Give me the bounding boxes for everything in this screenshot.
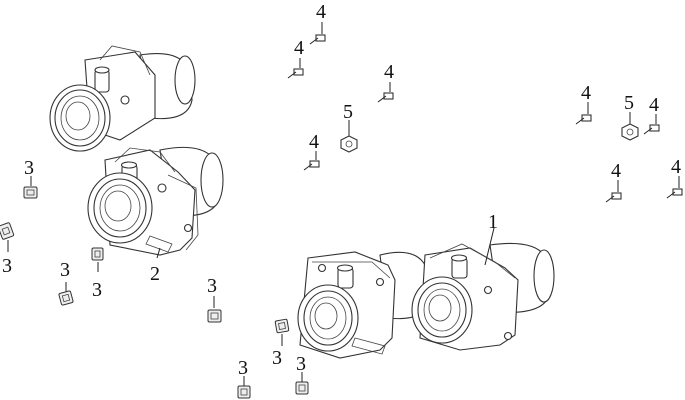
callout-4: 4 <box>384 61 394 83</box>
clip <box>207 296 222 323</box>
callout-4: 4 <box>611 160 621 182</box>
clip <box>58 282 74 306</box>
screw <box>287 58 304 79</box>
callout-1: 1 <box>488 211 498 233</box>
callout-4: 4 <box>649 94 659 116</box>
clip <box>0 222 15 252</box>
callout-2: 2 <box>150 263 160 285</box>
upper-lamp <box>49 45 196 152</box>
screw <box>377 82 394 103</box>
nut <box>621 112 639 141</box>
right-lamp <box>411 242 555 351</box>
clip-parts <box>0 176 309 399</box>
callout-4: 4 <box>581 82 591 104</box>
lower-lamp <box>87 146 224 256</box>
left-lamp <box>297 251 431 359</box>
screw-parts <box>287 22 683 203</box>
callout-4: 4 <box>671 156 681 178</box>
clip <box>91 247 104 272</box>
callout-4: 4 <box>316 1 326 23</box>
callout-3: 3 <box>92 279 102 301</box>
callout-3: 3 <box>238 357 248 379</box>
lamp-assembly-1 <box>297 242 555 359</box>
callout-3: 3 <box>207 275 217 297</box>
callout-4: 4 <box>309 131 319 153</box>
screw <box>605 180 622 203</box>
lamp-assembly-2 <box>49 45 224 256</box>
callout-3: 3 <box>296 353 306 375</box>
callout-4: 4 <box>294 37 304 59</box>
screw <box>643 114 660 135</box>
clip <box>295 372 309 395</box>
callout-3: 3 <box>2 255 12 277</box>
callout-5: 5 <box>343 101 353 123</box>
clip <box>237 376 251 399</box>
screw <box>309 22 326 45</box>
clip <box>274 318 290 346</box>
callout-3: 3 <box>272 347 282 369</box>
nut-parts <box>340 112 639 153</box>
callout-labels: 1 2 3 3 3 3 3 3 3 3 4 4 4 4 4 4 4 4 5 5 <box>2 1 681 379</box>
screw <box>303 151 320 171</box>
callout-3: 3 <box>24 157 34 179</box>
nut <box>340 120 358 153</box>
screw <box>575 102 592 125</box>
clip <box>23 176 38 199</box>
leader-lines <box>156 227 495 266</box>
callout-3: 3 <box>60 259 70 281</box>
callout-5: 5 <box>624 92 634 114</box>
screw <box>666 176 683 199</box>
